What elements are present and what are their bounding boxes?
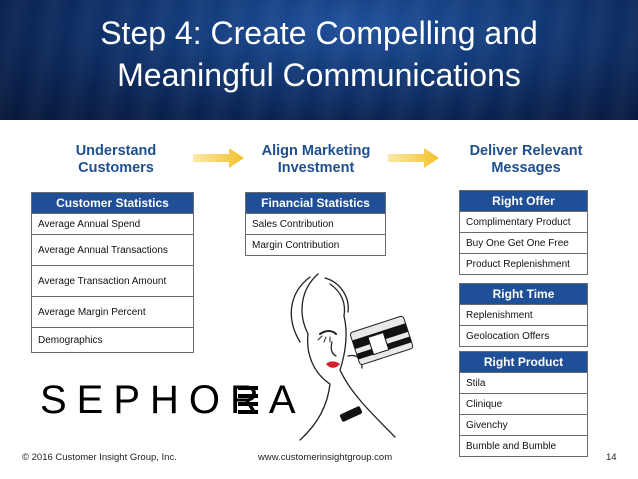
table-row: Stila: [460, 372, 587, 393]
table-header: Right Offer: [460, 191, 587, 211]
right-product-table: Right Product Stila Clinique Givenchy Bu…: [459, 351, 588, 457]
slide-title-line-2: Meaningful Communications: [20, 54, 618, 96]
right-time-table: Right Time Replenishment Geolocation Off…: [459, 283, 588, 347]
table-row: Sales Contribution: [246, 213, 385, 234]
table-row: Average Margin Percent: [32, 296, 193, 327]
table-row: Margin Contribution: [246, 234, 385, 255]
table-row: Product Replenishment: [460, 253, 587, 274]
stage-label-line-1: Understand: [46, 143, 186, 160]
footer-website: www.customerinsightgroup.com: [258, 452, 392, 463]
sephora-flame-logo-icon: [238, 382, 260, 422]
stage-label-line-2: Investment: [246, 160, 386, 177]
table-row: Bumble and Bumble: [460, 435, 587, 456]
bracelet-shape: [339, 406, 362, 423]
stage-label-line-2: Messages: [456, 160, 596, 177]
table-header: Customer Statistics: [32, 193, 193, 213]
right-arrow-icon: [193, 146, 245, 170]
sephora-logo: SEPHORA: [40, 378, 306, 423]
slide-title-line-1: Step 4: Create Compelling and: [20, 12, 618, 54]
table-row: Average Transaction Amount: [32, 265, 193, 296]
table-row: Givenchy: [460, 414, 587, 435]
table-row: Buy One Get One Free: [460, 232, 587, 253]
table-header: Right Time: [460, 284, 587, 304]
table-row: Complimentary Product: [460, 211, 587, 232]
table-row: Average Annual Spend: [32, 213, 193, 234]
table-row: Clinique: [460, 393, 587, 414]
table-row: Demographics: [32, 327, 193, 352]
page-number: 14: [606, 452, 617, 463]
table-row: Average Annual Transactions: [32, 234, 193, 265]
stage-label-line-2: Customers: [46, 160, 186, 177]
table-header: Financial Statistics: [246, 193, 385, 213]
footer-copyright: © 2016 Customer Insight Group, Inc.: [22, 452, 177, 463]
stage-understand-customers: Understand Customers: [46, 143, 186, 177]
right-offer-table: Right Offer Complimentary Product Buy On…: [459, 190, 588, 275]
right-arrow-icon: [388, 146, 440, 170]
table-row: Replenishment: [460, 304, 587, 325]
financial-statistics-table: Financial Statistics Sales Contribution …: [245, 192, 386, 256]
stage-label-line-1: Align Marketing: [246, 143, 386, 160]
title-banner: Step 4: Create Compelling and Meaningful…: [0, 0, 638, 120]
lips-shape: [326, 361, 340, 367]
card-shape: [350, 316, 414, 366]
stage-deliver-messages: Deliver Relevant Messages: [456, 143, 596, 177]
stage-align-marketing: Align Marketing Investment: [246, 143, 386, 177]
customer-statistics-table: Customer Statistics Average Annual Spend…: [31, 192, 194, 353]
table-header: Right Product: [460, 352, 587, 372]
stage-label-line-1: Deliver Relevant: [456, 143, 596, 160]
slide-title: Step 4: Create Compelling and Meaningful…: [20, 12, 618, 96]
table-row: Geolocation Offers: [460, 325, 587, 346]
